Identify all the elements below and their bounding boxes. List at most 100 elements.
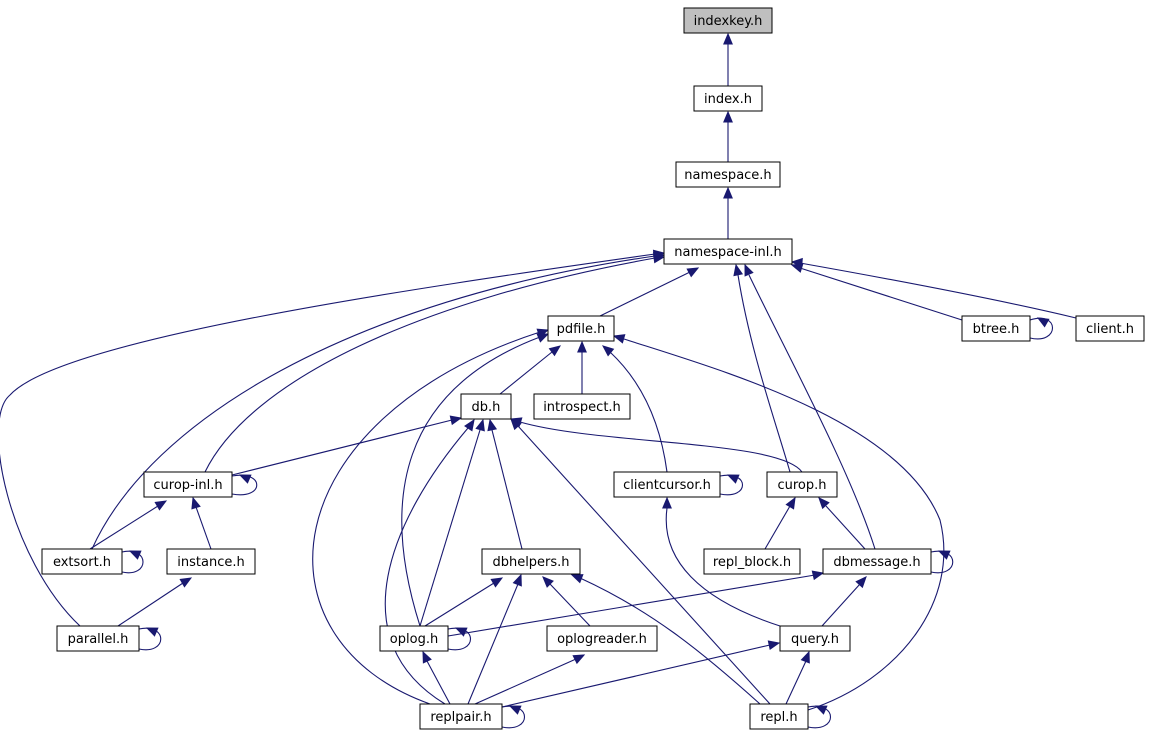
node-label: indexkey.h <box>694 14 763 29</box>
arrowhead <box>572 654 586 665</box>
edge-repl-to-pdfile <box>612 334 945 711</box>
edge-namespace-to-index <box>723 110 733 162</box>
edge-repl-to-repl <box>807 705 832 729</box>
node-label: dbhelpers.h <box>492 555 569 570</box>
node-dbhelpers[interactable]: dbhelpers.h <box>481 548 581 575</box>
node-dbmessage[interactable]: dbmessage.h <box>822 548 932 575</box>
node-extsort[interactable]: extsort.h <box>41 548 123 575</box>
arrowhead <box>422 650 432 664</box>
node-parallel[interactable]: parallel.h <box>56 625 140 652</box>
edge-replpair-to-dbhelpers <box>467 573 522 705</box>
arrowhead <box>490 577 504 588</box>
node-instance[interactable]: instance.h <box>166 548 256 575</box>
arrowhead <box>811 570 825 581</box>
edge-parallel-to-namespace-inl <box>0 249 666 627</box>
edge-replpair-to-db <box>384 418 475 705</box>
node-pdfile[interactable]: pdfile.h <box>547 315 615 342</box>
edge-dbmessage-to-curop <box>818 497 866 550</box>
edge-line <box>467 583 519 705</box>
arrowhead <box>154 500 168 511</box>
arrowhead <box>570 574 584 584</box>
arrowhead <box>487 418 498 432</box>
arrowhead <box>536 328 550 339</box>
edge-line <box>419 429 481 627</box>
arrowhead <box>800 650 810 664</box>
edge-introspect-to-pdfile <box>577 340 587 394</box>
arrowhead <box>191 496 201 510</box>
arrowhead <box>449 415 463 426</box>
edge-line <box>764 505 791 550</box>
edge-curop-inl-to-curop-inl <box>231 474 258 496</box>
node-btree[interactable]: btree.h <box>961 315 1031 342</box>
arrowhead <box>1036 317 1050 328</box>
node-label: oplogreader.h <box>557 632 647 647</box>
arrowhead <box>652 249 666 260</box>
edges-layer <box>0 32 1077 729</box>
arrowhead <box>855 576 867 589</box>
node-label: introspect.h <box>543 400 621 415</box>
edge-line <box>799 267 963 321</box>
node-label: query.h <box>791 632 839 647</box>
edge-line <box>424 582 495 627</box>
arrowhead <box>548 345 562 357</box>
edge-replpair-to-replpair <box>501 705 526 729</box>
node-label: btree.h <box>973 322 1020 337</box>
edge-line <box>599 271 691 317</box>
node-label: parallel.h <box>68 632 129 647</box>
arrowhead <box>612 334 626 344</box>
edge-line <box>0 253 656 627</box>
arrowhead <box>726 474 740 484</box>
edge-index-to-indexkey <box>723 32 733 86</box>
edge-parallel-to-parallel <box>138 627 162 651</box>
node-label: db.h <box>472 400 501 415</box>
arrowhead <box>818 497 830 510</box>
node-label: oplog.h <box>390 632 438 647</box>
arrowhead <box>128 550 142 560</box>
arrowhead <box>790 257 803 268</box>
edge-line <box>821 583 861 627</box>
edge-oplog-to-pdfile <box>401 333 550 627</box>
node-label: repl_block.h <box>713 555 791 570</box>
edge-line <box>825 505 866 550</box>
node-label: pdfile.h <box>557 322 606 337</box>
edge-line <box>204 257 656 473</box>
edge-repl-to-query <box>785 650 810 705</box>
edge-line <box>401 336 541 627</box>
edge-line <box>474 658 577 705</box>
arrowhead <box>179 577 193 588</box>
edge-line <box>426 660 451 705</box>
edge-clientcursor-to-clientcursor <box>719 474 744 496</box>
edge-oplog-to-oplog <box>447 627 472 651</box>
arrowhead <box>723 32 733 45</box>
edge-line <box>737 274 791 473</box>
node-query[interactable]: query.h <box>779 625 851 652</box>
node-client[interactable]: client.h <box>1075 315 1145 342</box>
edge-line <box>195 506 212 550</box>
node-oplog[interactable]: oplog.h <box>379 625 449 652</box>
edge-line <box>748 274 876 550</box>
node-clientcursor[interactable]: clientcursor.h <box>613 471 721 498</box>
edge-extsort-to-extsort <box>121 550 144 574</box>
node-namespace[interactable]: namespace.h <box>675 161 781 188</box>
node-introspect[interactable]: introspect.h <box>533 393 631 420</box>
edge-extsort-to-curop-inl <box>89 500 168 550</box>
node-repl[interactable]: repl.h <box>749 703 809 730</box>
edge-db-to-pdfile <box>499 345 562 395</box>
node-curop-inl[interactable]: curop-inl.h <box>143 471 233 498</box>
edge-oplogreader-to-dbhelpers <box>542 576 591 627</box>
node-repl-block[interactable]: repl_block.h <box>703 548 801 575</box>
arrowhead <box>508 705 522 715</box>
node-curop[interactable]: curop.h <box>766 471 838 498</box>
node-replpair[interactable]: replpair.h <box>419 703 503 730</box>
node-oplogreader[interactable]: oplogreader.h <box>546 625 658 652</box>
edge-line <box>785 660 807 705</box>
edge-dbhelpers-to-db <box>487 418 523 550</box>
edge-clientcursor-to-pdfile <box>602 345 668 473</box>
edge-line <box>312 331 541 705</box>
node-label: namespace.h <box>684 168 771 183</box>
edge-namespace-inl-to-namespace <box>723 186 733 239</box>
node-db[interactable]: db.h <box>460 393 512 420</box>
edge-repl-to-db <box>510 418 771 705</box>
node-namespace-inl[interactable]: namespace-inl.h <box>663 238 793 265</box>
node-index[interactable]: index.h <box>693 85 763 112</box>
